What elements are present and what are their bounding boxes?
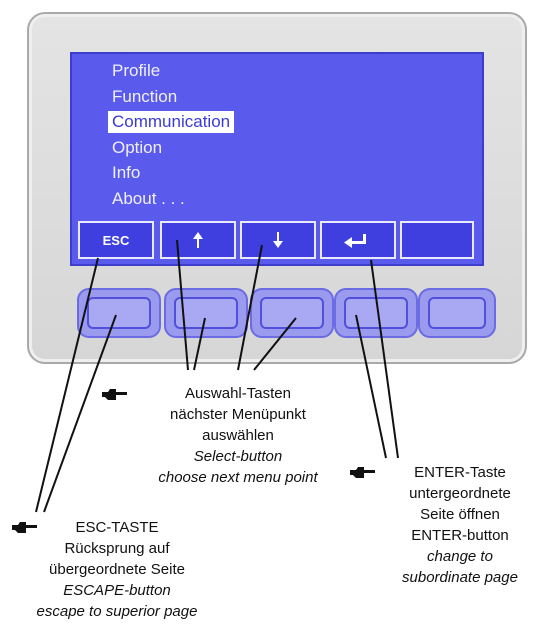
callout-enter-title: ENTER-Taste — [414, 464, 506, 481]
menu-item-function[interactable]: Function — [112, 87, 178, 106]
callout-select-line3: Select-button — [193, 448, 283, 465]
softkey-esc: ESC — [78, 221, 154, 259]
softkey-enter — [320, 221, 396, 259]
callout-enter-line3: ENTER-button — [411, 527, 509, 544]
hardware-key-up[interactable] — [164, 288, 248, 338]
menu-item-option[interactable]: Option — [112, 138, 163, 157]
hardware-key-blank[interactable] — [418, 288, 496, 338]
callout-enter: ENTER-Taste untergeordnete Seite öffnen … — [372, 462, 548, 588]
callout-select-line1: nächster Menüpunkt — [170, 406, 306, 423]
hardware-key-down[interactable] — [250, 288, 334, 338]
callout-esc-line3: ESCAPE-button — [63, 582, 171, 599]
callout-esc-title: ESC-TASTE — [75, 519, 159, 536]
arrow-down-icon — [273, 232, 283, 248]
callout-select-line4: choose next menu point — [158, 469, 318, 486]
hardware-key-enter[interactable] — [334, 288, 418, 338]
callout-select-title: Auswahl-Tasten — [185, 385, 291, 402]
callout-esc-line2: übergeordnete Seite — [49, 561, 185, 578]
menu-item-communication[interactable]: Communication — [108, 111, 235, 133]
callout-enter-line2: Seite öffnen — [420, 506, 500, 523]
callout-esc: ESC-TASTE Rücksprung auf übergeordnete S… — [2, 517, 232, 622]
callout-enter-line4: change to — [427, 548, 493, 565]
callout-esc-line1: Rücksprung auf — [64, 540, 170, 557]
softkey-blank — [400, 221, 474, 259]
softkey-esc-label: ESC — [102, 232, 130, 248]
menu-item-info[interactable]: Info — [112, 163, 141, 182]
softkey-up — [160, 221, 236, 259]
menu-item-profile[interactable]: Profile — [112, 61, 161, 80]
softkey-down — [240, 221, 316, 259]
callout-enter-line5: subordinate page — [402, 569, 518, 586]
pointing-hand-icon — [102, 389, 127, 400]
callout-esc-line4: escape to superior page — [36, 603, 198, 620]
arrow-up-icon — [193, 232, 203, 248]
pointing-hand-icon — [350, 467, 375, 478]
pointing-hand-icon — [12, 522, 37, 533]
callout-select-line2: auswählen — [202, 427, 274, 444]
menu-item-about[interactable]: About . . . — [112, 189, 185, 208]
enter-return-icon — [344, 234, 366, 248]
callout-select: Auswahl-Tasten nächster Menüpunkt auswäh… — [118, 383, 358, 488]
hardware-key-esc[interactable] — [77, 288, 161, 338]
callout-enter-line1: untergeordnete — [409, 485, 511, 502]
